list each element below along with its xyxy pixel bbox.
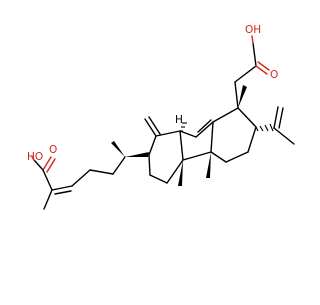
bond-acid-1: [234, 81, 239, 109]
bond-acid-co-b: [257, 61, 270, 71]
wedge-angular-methyl-2: [206, 152, 211, 178]
bond-ringA-2: [155, 130, 181, 137]
bond-methylene-a: [144, 118, 157, 137]
bond-ringC-1: [212, 107, 239, 123]
wedge-side-to-ring: [125, 152, 149, 157]
bond-acid-oh: [251, 35, 254, 44]
ring-system: [144, 85, 257, 186]
bond-isopropenyl-methylene-b: [278, 107, 284, 129]
bond-ringC-4: [225, 151, 249, 163]
bond-acid-3: [252, 42, 257, 67]
bond-alpha-methyl: [43, 189, 53, 210]
bond-ringC-3: [247, 126, 257, 153]
hash-isopropenyl: [255, 123, 274, 132]
bond-carboxyl-oh: [33, 159, 44, 171]
bond-carboxyl-co-b: [46, 158, 56, 173]
left-side-chain: [31, 141, 149, 210]
bond-ringB-3: [210, 121, 214, 153]
bond-alpha-beta-b: [54, 190, 72, 195]
label-right-acid-o: O: [270, 69, 278, 81]
bond-ringA-3: [179, 130, 184, 161]
bond-ringB-2: [195, 121, 214, 138]
bond-chain-3: [112, 156, 126, 175]
wedge-side-methyl: [111, 141, 125, 157]
bond-carboxyl-co-a: [42, 156, 52, 171]
bond-chain-2: [89, 169, 114, 175]
bond-ringB-2b: [197, 119, 212, 133]
bond-ringB-4: [182, 151, 212, 161]
right-acid-chain: [234, 35, 270, 109]
wedge-quaternary-methyl: [238, 85, 247, 108]
wedge-angular-methyl-1: [178, 160, 183, 186]
bond-ringA-1: [148, 135, 157, 156]
bond-ringC-5: [210, 151, 227, 163]
bond-ringA-5: [149, 174, 168, 184]
hash-h1: [180, 122, 187, 132]
bond-ringA-4: [166, 159, 184, 184]
bond-acid-2: [234, 65, 257, 83]
bond-carboxyl-oh-o: [31, 156, 35, 161]
label-h1: H: [175, 114, 183, 126]
isopropenyl-group: [255, 106, 295, 145]
label-right-acid-oh: OH: [245, 24, 261, 36]
bond-isopropenyl-methylene-a: [273, 106, 279, 129]
bond-isopropenyl-methyl: [273, 127, 295, 145]
bond-methylene-b: [148, 116, 161, 135]
bond-ringC-2: [237, 107, 257, 128]
structure-canvas: HO O OH O H: [27, 24, 295, 210]
label-left-acid-oh: HO: [27, 151, 43, 163]
bond-carboxyl-alpha: [42, 169, 53, 191]
bond-ringB-1: [179, 130, 197, 138]
bond-ringA-6: [148, 154, 151, 176]
bond-chain-1: [71, 169, 91, 187]
molecule-structure: HO O OH O H: [27, 24, 295, 210]
bond-acid-co-a: [255, 65, 268, 75]
bond-alpha-beta-a: [51, 185, 73, 191]
label-left-acid-o: O: [49, 144, 57, 156]
